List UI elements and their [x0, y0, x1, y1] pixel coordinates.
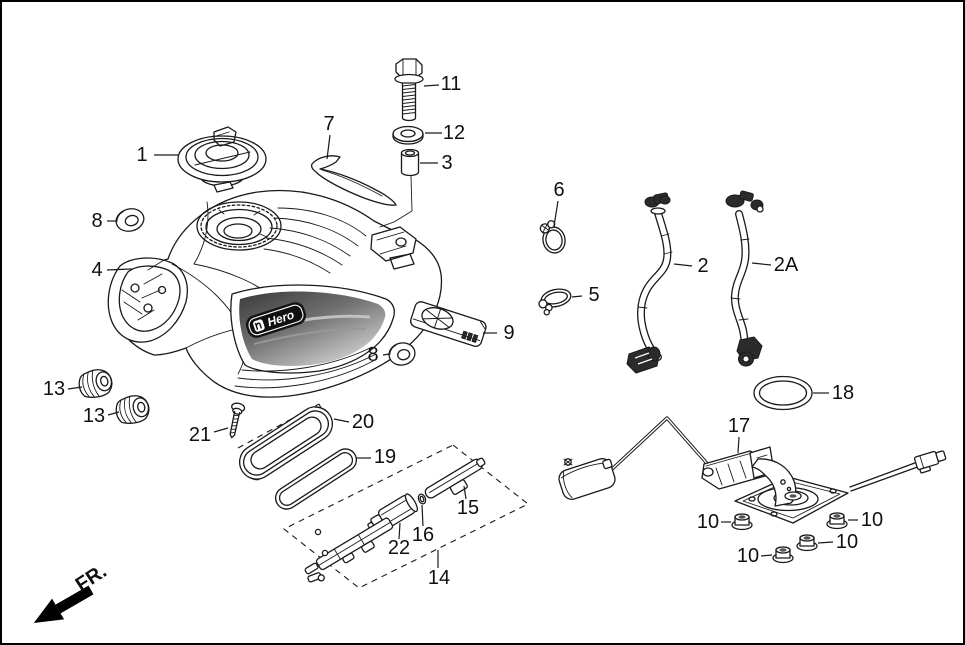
- callout-label-8a: 8: [91, 210, 102, 232]
- pump-assembly-box: [282, 444, 530, 589]
- callout-label-10a: 10: [697, 511, 719, 533]
- tube-clip-drawing: [539, 220, 566, 254]
- callout-leader-11: [423, 84, 440, 87]
- pump-bracket-drawing: [304, 517, 394, 583]
- grommet-drawing: [388, 342, 416, 366]
- tank-rear-bracket: [370, 226, 417, 270]
- screw-drawing: [229, 402, 246, 439]
- tank-front-bracket: [107, 257, 188, 343]
- rubber-cushion-drawing: [115, 395, 150, 424]
- callout-label-17: 17: [728, 415, 750, 437]
- callout-leader-2: [673, 263, 693, 267]
- collar-position-line: [379, 175, 413, 228]
- collar-drawing: [400, 148, 420, 177]
- tube-clamp-drawing: [538, 288, 572, 316]
- callout-leader-15: [463, 485, 467, 500]
- callout-label-22: 22: [388, 537, 410, 559]
- bracket-screw-icon: [314, 528, 322, 536]
- o-ring-drawing: [753, 375, 813, 411]
- callout-label-20: 20: [352, 411, 374, 433]
- front-marker-label: FR.: [72, 560, 111, 596]
- callout-leader-13a: [67, 386, 83, 390]
- callout-leader-20: [333, 418, 350, 423]
- callout-label-10c: 10: [836, 531, 858, 553]
- callout-label-10b: 10: [861, 509, 883, 531]
- callout-leader-8b: [382, 353, 390, 356]
- bracket-screw-icon: [321, 549, 329, 557]
- callout-label-16: 16: [412, 524, 434, 546]
- sensor-wire-connector: [913, 450, 947, 474]
- brand-badge: Hero: [245, 302, 307, 338]
- callout-leader-16: [421, 504, 424, 527]
- flange-nut-drawing: [731, 513, 753, 531]
- grommet-drawing: [115, 208, 145, 232]
- hose-bottom-fitting: [626, 346, 661, 374]
- fuel-hose-2a-drawing: [725, 190, 764, 367]
- callout-leader-17: [737, 436, 740, 454]
- flange-nut-drawing: [796, 534, 818, 552]
- fuel-level-sensor-drawing: [558, 416, 947, 524]
- callout-label-10d: 10: [737, 545, 759, 567]
- callout-leader-7: [326, 134, 331, 160]
- callout-label-12: 12: [443, 122, 465, 144]
- callout-label-21: 21: [189, 424, 211, 446]
- tank-garnish-drawing: [310, 155, 397, 206]
- hose-top-fitting: [644, 192, 671, 208]
- callout-label-2: 2: [697, 255, 708, 277]
- fuel-filter-drawing: [424, 457, 486, 499]
- callout-label-3: 3: [441, 152, 452, 174]
- hero-logo-icon: [253, 319, 265, 332]
- front-direction-marker: FR.: [33, 560, 111, 623]
- tank-filler-neck: [196, 201, 282, 251]
- callout-label-11: 11: [441, 73, 462, 95]
- callout-label-6: 6: [553, 179, 564, 201]
- callout-leader-10d: [760, 554, 773, 557]
- flange-nut-drawing: [772, 546, 794, 564]
- callout-label-19: 19: [374, 446, 396, 468]
- callout-leader-6: [553, 200, 559, 227]
- callout-leader-21: [213, 427, 229, 433]
- callout-label-5: 5: [588, 284, 599, 306]
- callout-leader-10c: [817, 541, 834, 544]
- hose-2a-bottom-fitting: [736, 336, 763, 367]
- pump-garnish-drawing: [238, 406, 334, 481]
- fuel-tank-drawing: Hero: [107, 189, 443, 398]
- callout-label-4: 4: [91, 259, 102, 281]
- callout-label-13a: 13: [43, 378, 65, 400]
- callout-leader-2A: [751, 262, 772, 266]
- fuel-float: [558, 458, 616, 500]
- front-arrow-icon: [33, 585, 94, 623]
- callout-label-13b: 13: [83, 405, 105, 427]
- callout-leader-22: [398, 522, 401, 540]
- pump-gasket-drawing: [274, 448, 358, 510]
- callout-label-18: 18: [832, 382, 854, 404]
- rubber-cushion-drawing: [78, 369, 113, 398]
- fuel-hose-drawing: [626, 192, 673, 374]
- callout-leader-4: [106, 268, 133, 271]
- callout-label-9: 9: [503, 322, 514, 344]
- callout-label-14: 14: [428, 567, 450, 589]
- small-o-ring-drawing: [417, 493, 427, 505]
- callout-label-2A: 2A: [774, 254, 799, 276]
- washer-drawing: [392, 125, 424, 145]
- callout-label-1: 1: [136, 144, 147, 166]
- flange-bolt-drawing: [394, 58, 424, 122]
- flange-nut-drawing: [826, 512, 848, 530]
- callout-leader-13b: [107, 411, 120, 416]
- cushion-pad-drawing: [410, 301, 487, 347]
- callout-leader-5: [571, 295, 583, 298]
- callout-label-7: 7: [323, 113, 334, 135]
- callout-label-15: 15: [457, 497, 479, 519]
- fuel-filler-cap-drawing: [177, 126, 267, 193]
- callout-label-8b: 8: [367, 344, 378, 366]
